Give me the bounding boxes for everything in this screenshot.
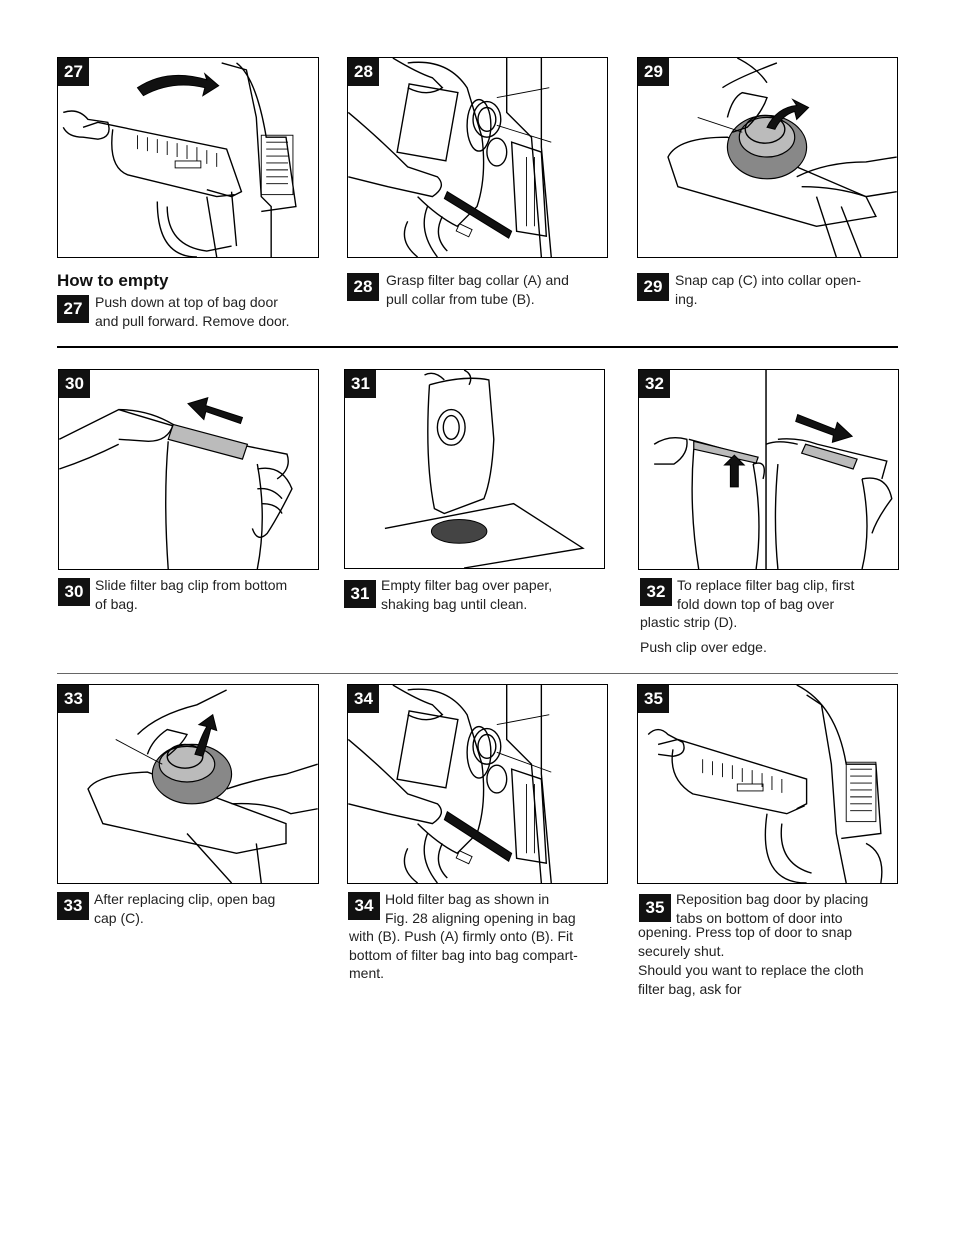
step-31-line-1: Empty filter bag over paper, (381, 577, 553, 593)
step-31-line-2: shaking bag until clean. (381, 595, 528, 612)
figure-28-illustration (348, 58, 552, 257)
section-heading: How to empty (57, 271, 169, 290)
figure-29: 29 (637, 57, 898, 258)
figure-34-number: 34 (348, 685, 379, 713)
step-32-line-1: To replace filter bag clip, first (677, 577, 855, 593)
step-32-line-2: fold down top of bag over (677, 595, 835, 612)
step-33-line-2: cap (C). (94, 909, 144, 926)
step-28-line-2: pull collar from tube (B). (386, 290, 535, 307)
figure-30: 30 (58, 369, 319, 570)
figure-32: 32 (638, 369, 899, 570)
step-27-caption: Push down at top of bag door and pull fo… (95, 293, 290, 330)
step-33-line-1: After replacing clip, open bag (94, 891, 276, 907)
step-29-line-1: Snap cap (C) into collar open- (675, 272, 861, 288)
figure-31: 31 (344, 369, 605, 569)
step-31-caption: Empty filter bag over paper, shaking bag… (381, 576, 552, 613)
step-30-line-2: of bag. (95, 595, 138, 612)
step-30-badge: 30 (58, 578, 90, 606)
step-34-badge: 34 (348, 892, 380, 920)
figure-31-illustration (384, 370, 585, 568)
step-34-line-3: with (B). Push (A) firmly onto (B). Fit (349, 928, 574, 944)
figure-29-illustration (667, 58, 897, 257)
step-34-line-5: ment. (349, 965, 385, 981)
step-31-badge: 31 (344, 580, 376, 608)
step-32-line-3: plastic strip (D). (640, 614, 738, 630)
figure-28-number: 28 (348, 58, 379, 86)
step-29-badge: 29 (637, 273, 669, 301)
step-35-line-4: securely shut. (638, 942, 725, 959)
step-33-badge: 33 (57, 892, 89, 920)
figure-27-illustration (62, 62, 297, 257)
step-32-badge: 32 (640, 578, 672, 606)
section-divider-1 (57, 346, 898, 348)
figure-33-number: 33 (58, 685, 89, 713)
step-34-line-4: bottom of filter bag into bag compart- (349, 946, 578, 963)
step-35-line-3: opening. Press top of door to snap (638, 924, 853, 940)
step-28-line-1: Grasp filter bag collar (A) and (386, 272, 569, 288)
step-33-caption: After replacing clip, open bag cap (C). (94, 890, 275, 927)
step-28-badge: 28 (347, 273, 379, 301)
step-29-caption: Snap cap (C) into collar open- ing. (675, 271, 861, 308)
figure-32-illustration (653, 370, 893, 569)
figure-32-number: 32 (639, 370, 670, 398)
step-34-caption-cont: with (B). Push (A) firmly onto (B). Fit … (349, 927, 578, 983)
figure-35-number: 35 (638, 685, 669, 713)
step-35-line-1: Reposition bag door by placing (676, 891, 869, 907)
step-32-extra: Push clip over edge. (640, 638, 767, 657)
section-divider-2 (57, 673, 898, 674)
figure-27: 27 (57, 57, 319, 258)
step-35-extra: Should you want to replace the cloth fil… (638, 961, 864, 998)
step-35-line-2: tabs on bottom of door into (676, 909, 843, 926)
figure-27-number: 27 (58, 58, 89, 86)
step-34-line-2: Fig. 28 aligning opening in bag (385, 909, 576, 926)
step-30-caption: Slide filter bag clip from bottom of bag… (95, 576, 287, 613)
step-35-extra-line-2: filter bag, ask for (638, 980, 742, 997)
step-32-caption: To replace filter bag clip, first fold d… (677, 576, 854, 613)
step-29-line-2: ing. (675, 290, 698, 307)
figure-31-number: 31 (345, 370, 376, 398)
figure-30-illustration (59, 396, 293, 569)
figure-29-number: 29 (638, 58, 669, 86)
figure-34-illustration (348, 685, 552, 883)
figure-34: 34 (347, 684, 608, 884)
figure-33: 33 (57, 684, 319, 884)
step-34-line-1: Hold filter bag as shown in (385, 891, 550, 907)
figure-35: 35 (637, 684, 898, 884)
figure-35-illustration (647, 685, 883, 883)
step-35-caption-cont: opening. Press top of door to snap secur… (638, 923, 852, 960)
step-32-caption-cont: plastic strip (D). (640, 613, 737, 632)
figure-30-number: 30 (59, 370, 90, 398)
step-35-badge: 35 (639, 894, 671, 922)
figure-28: 28 (347, 57, 608, 258)
step-34-caption: Hold filter bag as shown in Fig. 28 alig… (385, 890, 576, 927)
step-35-caption: Reposition bag door by placing tabs on b… (676, 890, 868, 927)
step-27-line-2: and pull forward. Remove door. (95, 312, 290, 329)
step-28-caption: Grasp filter bag collar (A) and pull col… (386, 271, 569, 308)
step-27-badge: 27 (57, 295, 89, 323)
step-27-line-1: Push down at top of bag door (95, 294, 278, 310)
step-32-extra-line-1: Push clip over edge. (640, 639, 767, 655)
step-35-extra-line-1: Should you want to replace the cloth (638, 962, 864, 978)
step-30-line-1: Slide filter bag clip from bottom (95, 577, 288, 593)
figure-33-illustration (87, 689, 318, 883)
